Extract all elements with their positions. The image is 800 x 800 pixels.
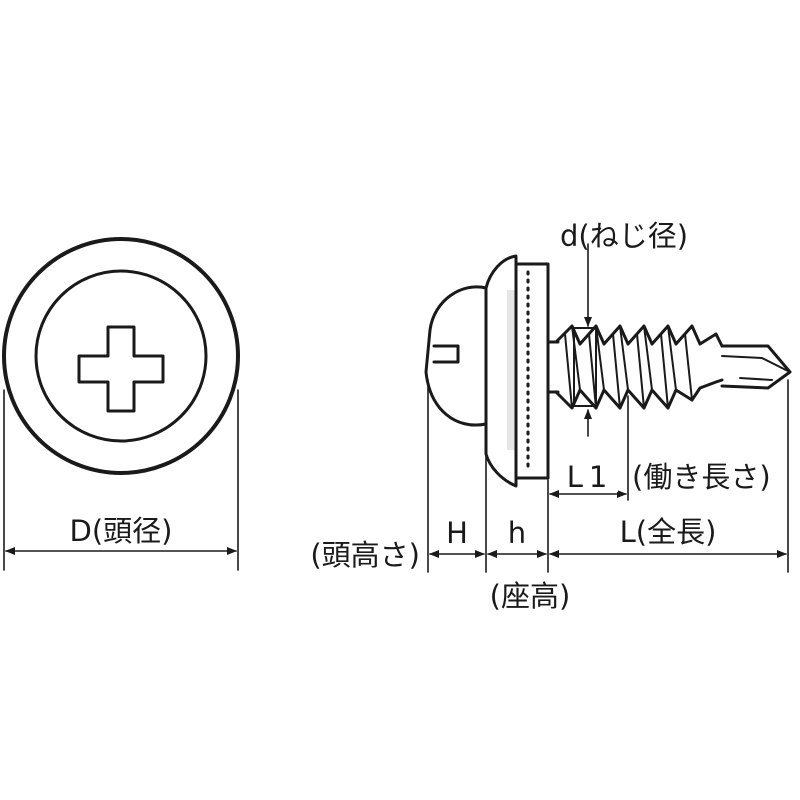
label-mask bbox=[604, 512, 734, 550]
phillips-cross-icon bbox=[77, 325, 165, 413]
working-length-symbol: L1 bbox=[567, 460, 614, 494]
seat-height-symbol: h bbox=[508, 516, 526, 550]
washer-gap bbox=[507, 290, 516, 450]
screw-shank bbox=[546, 324, 724, 410]
head-diameter-label: D(頭径) bbox=[70, 514, 173, 548]
front-view: D(頭径) bbox=[2, 237, 240, 571]
side-view: d(ねじ径) L1 (働き長さ) H (頭高さ) h (座高) L(全長) bbox=[310, 219, 792, 613]
label-mask bbox=[440, 514, 472, 550]
head-circle bbox=[34, 269, 208, 443]
washer-flange bbox=[514, 262, 550, 480]
label-mask bbox=[46, 512, 196, 546]
label-mask bbox=[502, 514, 532, 550]
seat-height-name: (座高) bbox=[490, 579, 571, 613]
head-recess bbox=[432, 344, 460, 364]
total-length-label: L(全長) bbox=[620, 515, 717, 549]
washer-seat bbox=[484, 254, 518, 488]
washer-outer-circle bbox=[2, 237, 240, 475]
screw-head bbox=[424, 285, 488, 427]
head-height-symbol: H bbox=[446, 516, 468, 550]
label-mask bbox=[562, 460, 618, 492]
head-height-name: (頭高さ) bbox=[310, 538, 420, 572]
thread-diameter-label: d(ねじ径) bbox=[560, 219, 688, 253]
drill-point-flute bbox=[721, 355, 791, 381]
thread-diameter-marker bbox=[573, 327, 597, 407]
working-length-name: (働き長さ) bbox=[632, 460, 771, 494]
